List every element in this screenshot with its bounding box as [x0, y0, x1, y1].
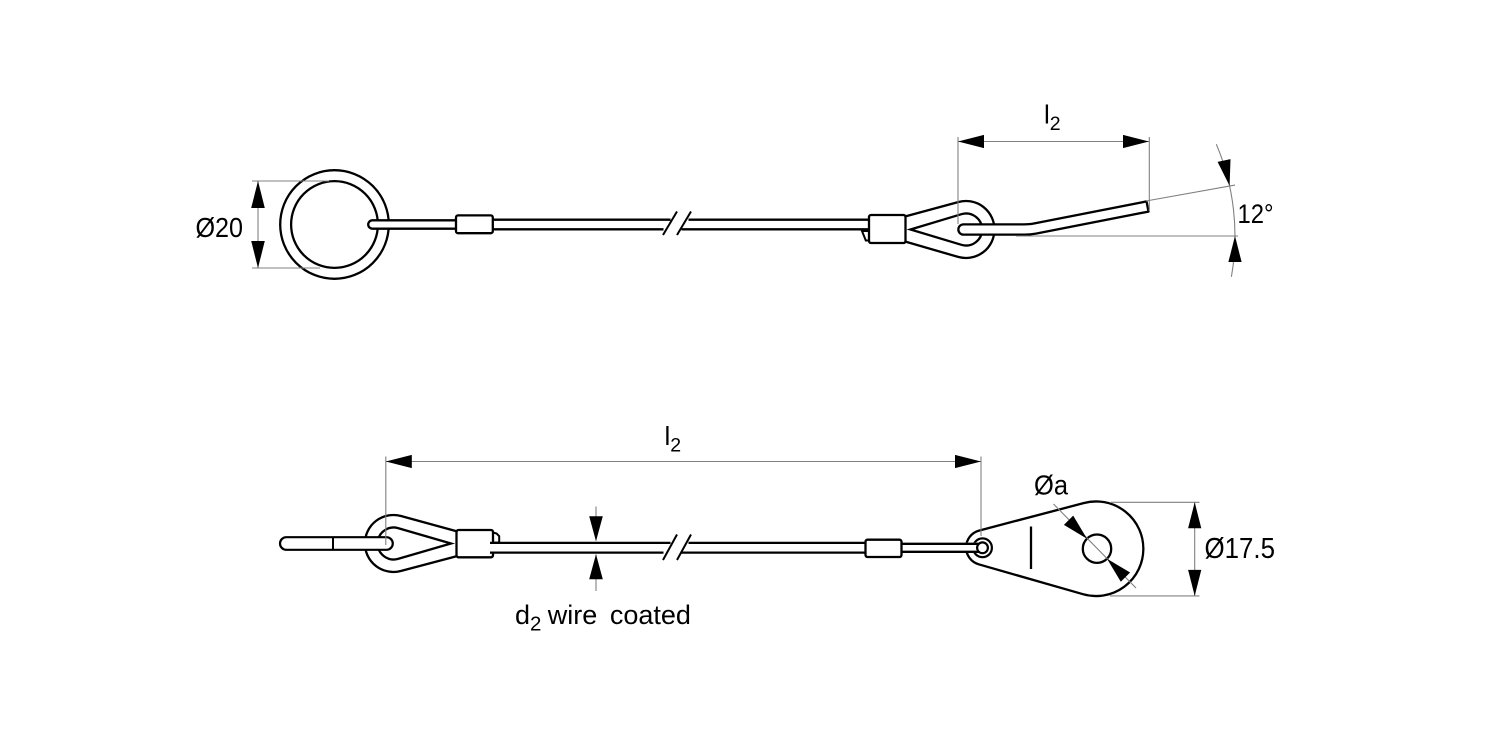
svg-text:Ø20: Ø20	[196, 212, 244, 243]
svg-text:12°: 12°	[1238, 199, 1274, 229]
svg-text:Ø17.5: Ø17.5	[1205, 533, 1276, 565]
svg-text:Øa: Øa	[1034, 470, 1068, 501]
